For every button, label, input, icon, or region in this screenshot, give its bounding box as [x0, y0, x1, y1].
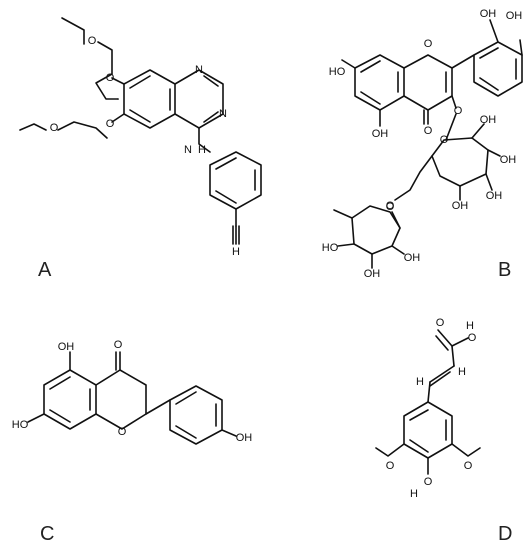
panel-label-d: D	[498, 523, 512, 545]
panel-label-a: A	[38, 259, 52, 281]
atom-oh: OH	[486, 190, 503, 202]
atom-oh: OH	[480, 8, 497, 20]
atom-o: O	[106, 72, 115, 84]
atom-o: O	[114, 339, 123, 351]
atom-n: N	[219, 108, 227, 120]
atom-o: O	[424, 125, 433, 137]
atom-oh: OH	[364, 268, 381, 280]
atom-o: O	[88, 35, 97, 47]
atom-h: H	[458, 366, 466, 378]
atom-ho: HO	[12, 419, 29, 431]
atom-oh: OH	[58, 341, 75, 353]
panel-label-c: C	[40, 523, 54, 545]
panel-b-structure	[333, 19, 523, 269]
atom-nh-h: H	[198, 144, 206, 156]
panel-a-structure	[19, 17, 262, 245]
atom-o: O	[386, 200, 395, 212]
atom-oh: OH	[404, 252, 421, 264]
atom-o: O	[464, 460, 473, 472]
panel-d-structure	[375, 329, 481, 475]
atom-oh: OH	[236, 432, 253, 444]
atom-o: O	[386, 460, 395, 472]
atom-oh: OH	[506, 10, 523, 22]
atom-h: H	[232, 246, 240, 258]
atom-n: N	[195, 64, 203, 76]
atom-h: H	[416, 376, 424, 388]
atom-ho: HO	[329, 66, 346, 78]
panel-label-b: B	[498, 259, 511, 281]
atom-oh: OH	[372, 128, 389, 140]
atom-oh: OH	[500, 154, 517, 166]
atom-h: H	[410, 488, 418, 500]
atom-n: N	[184, 144, 192, 156]
atom-h: H	[466, 320, 474, 332]
panel-c-structure	[27, 351, 237, 445]
atom-oh: OH	[452, 200, 469, 212]
atom-o: O	[386, 201, 395, 213]
atom-o: O	[436, 317, 445, 329]
atom-o: O	[106, 118, 115, 130]
atom-o: O	[454, 105, 463, 117]
atom-oh: OH	[480, 114, 497, 126]
atom-o: O	[50, 122, 59, 134]
atom-o: O	[440, 134, 449, 146]
atom-o: O	[424, 38, 433, 50]
atom-o: O	[468, 332, 477, 344]
atom-o: O	[118, 426, 127, 438]
atom-ho: HO	[322, 242, 339, 254]
atom-o: O	[424, 476, 433, 488]
